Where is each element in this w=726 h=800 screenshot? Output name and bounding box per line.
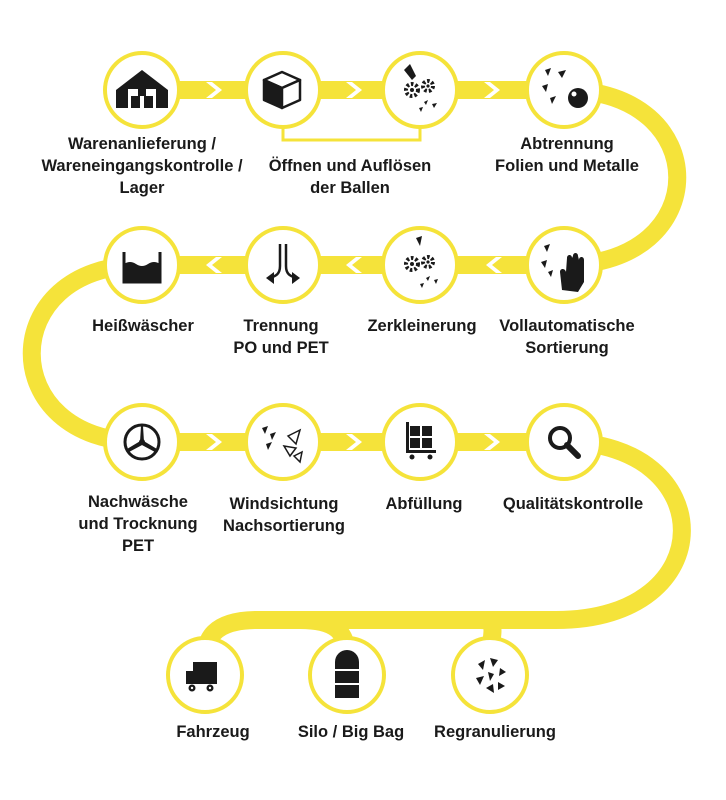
label-silo-big-bag: Silo / Big Bag [297,723,405,741]
shredder-gears-icon [404,236,438,288]
separation-icon [542,68,588,108]
chevron-left-2 [346,257,362,273]
flakes-icon [262,426,304,464]
truck-icon [186,662,217,692]
cutter-gears-icon [404,64,437,112]
flow-chevrons [206,82,502,450]
chevron-right-5 [346,434,362,450]
step-node-regranulation [451,636,529,714]
label-regranulierung: Regranulierung [434,723,556,741]
label-oeffnen-aufloesen: Öffnen und Auflösen der Ballen [268,157,432,197]
step-node-wash [103,226,181,304]
step-node-split [244,226,322,304]
step-node-truck [166,636,244,714]
box-icon [262,70,302,110]
step-node-box [244,51,322,129]
label-nachwaesche: Nachwäsche und Trocknung PET [78,493,198,555]
split-arrows-icon [266,244,300,284]
label-zerkleinerung: Zerkleinerung [367,317,477,335]
label-vollautomatische-sortierung: Vollautomatische Sortierung [499,317,635,357]
chevron-right-2 [346,82,362,98]
step-node-cutter-gears [381,51,459,129]
label-qualitaetskontrolle: Qualitätskontrolle [502,495,644,513]
step-node-shredder [381,226,459,304]
chevron-right-1 [206,82,222,98]
step-node-separation [525,51,603,129]
step-node-warehouse [103,51,181,129]
label-warenanlieferung: Warenanlieferung / Wareneingangskontroll… [41,135,243,197]
step-node-hand-sorting [525,226,603,304]
label-fahrzeug: Fahrzeug [176,723,250,741]
chevron-left-1 [486,257,502,273]
label-windsichtung: Windsichtung Nachsortierung [223,495,345,535]
label-heisswaescher: Heißwäscher [92,317,194,335]
label-abtrennung: Abtrennung Folien und Metalle [495,135,639,175]
granulate-icon [476,658,506,693]
magnifier-icon [548,426,581,459]
step-node-quality [525,403,603,481]
step-node-silo [308,636,386,714]
step-node-windsifting [244,403,322,481]
step-node-dryer [103,403,181,481]
chevron-right-4 [206,434,222,450]
chevron-left-3 [206,257,222,273]
wash-basin-icon [122,252,162,284]
hand-sorting-icon [541,244,584,292]
propeller-icon [123,423,161,461]
label-trennung: Trennung PO und PET [233,317,329,357]
label-abfuellung: Abfüllung [385,495,463,513]
chevron-right-6 [484,434,500,450]
silo-icon [335,650,359,698]
chevron-right-3 [484,82,500,98]
cart-icon [406,422,436,460]
warehouse-icon [116,70,168,108]
step-node-filling [381,403,459,481]
